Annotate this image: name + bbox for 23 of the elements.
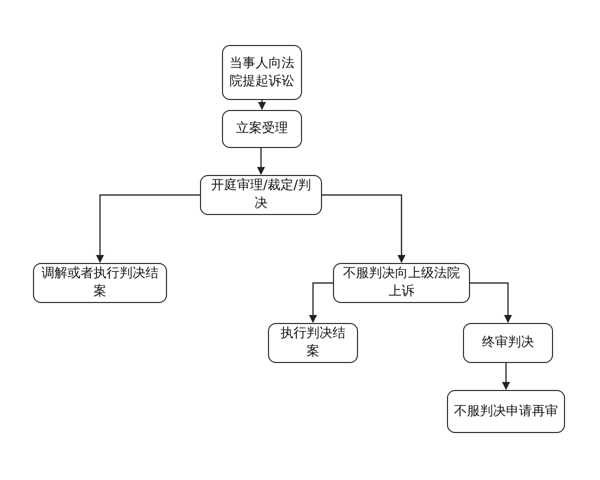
- box-label: 不服判决申请再审: [454, 402, 558, 420]
- process-box: [222, 45, 302, 100]
- arrow: [257, 148, 265, 175]
- arrow: [96, 194, 200, 263]
- arrow: [470, 282, 512, 323]
- process-box: [268, 323, 358, 363]
- arrow: [322, 194, 406, 263]
- process-box: [333, 263, 470, 303]
- arrow: [502, 363, 510, 390]
- process-box: [33, 263, 167, 303]
- process-box: [447, 390, 565, 433]
- process-box: [463, 323, 553, 363]
- box-label: 执行判决结案: [280, 325, 346, 361]
- arrow: [258, 100, 266, 110]
- box-label: 立案受理: [236, 120, 288, 138]
- box-label: 不服判决向上级法院上诉: [342, 265, 461, 301]
- process-box: [222, 110, 302, 148]
- box-label: 调解或者执行判决结案: [40, 265, 160, 301]
- box-label: 开庭审理/裁定/判决: [210, 177, 312, 213]
- process-box: [200, 175, 322, 215]
- box-label: 当事人向法院提起诉讼: [229, 54, 295, 90]
- arrow: [309, 282, 333, 323]
- box-label: 终审判决: [482, 334, 534, 352]
